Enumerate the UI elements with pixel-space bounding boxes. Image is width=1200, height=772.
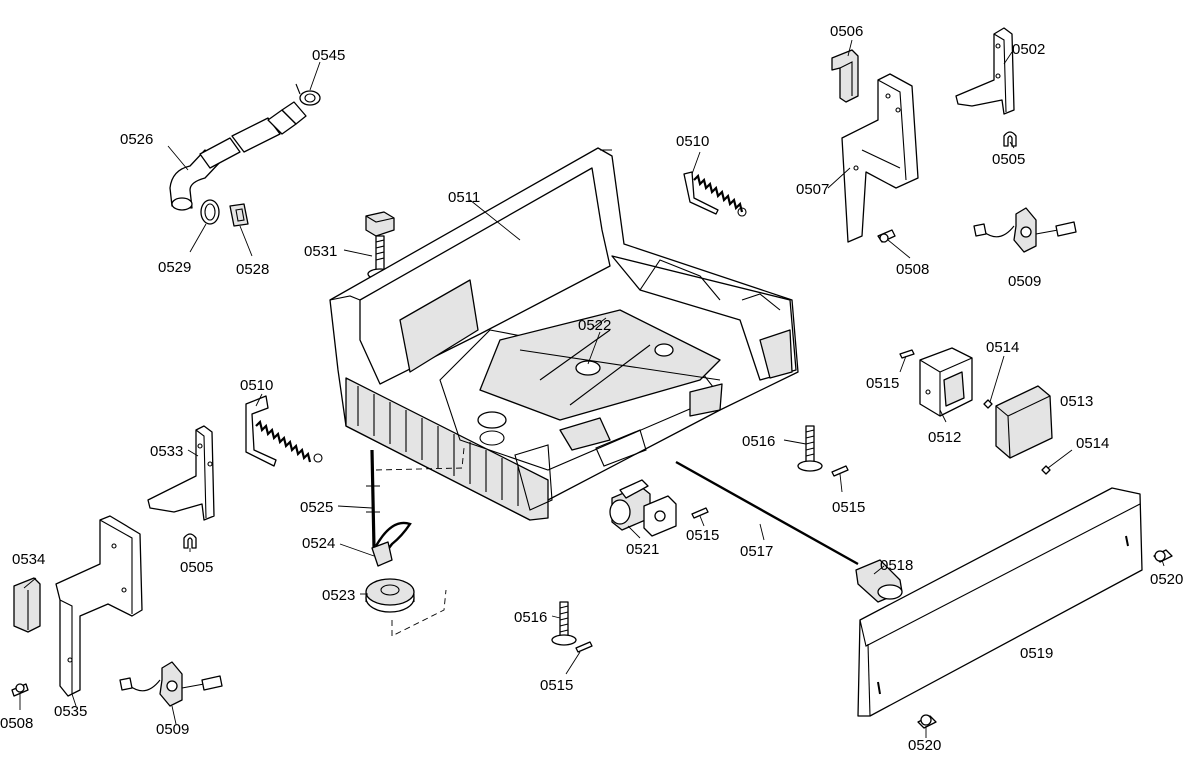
label-0502: 0502	[1012, 41, 1045, 58]
label-0516-upper: 0516	[742, 433, 775, 450]
valve-0521[interactable]	[609, 479, 677, 537]
label-0505-upper: 0505	[992, 151, 1025, 168]
label-0515-d: 0515	[540, 677, 573, 694]
bracket-0535[interactable]	[55, 515, 143, 697]
housing-0512[interactable]	[919, 347, 973, 417]
label-0512: 0512	[928, 429, 961, 446]
label-0508-lower: 0508	[0, 715, 33, 732]
label-0514-b: 0514	[1076, 435, 1109, 452]
label-0522: 0522	[578, 317, 611, 334]
rod-0517[interactable]	[675, 460, 859, 566]
screw-0514-a[interactable]	[983, 399, 993, 409]
foot-0516-lower[interactable]	[551, 601, 577, 646]
label-0515-c: 0515	[686, 527, 719, 544]
knob-0518[interactable]	[855, 559, 903, 603]
part-labels: 0545 0526 0529 0528 0531 0511 0510 0506 …	[0, 23, 1183, 754]
label-0511: 0511	[448, 189, 480, 206]
float-0523[interactable]	[365, 578, 415, 613]
label-0515-a: 0515	[866, 375, 899, 392]
label-0524: 0524	[302, 535, 335, 552]
drain-hose-0526[interactable]	[169, 101, 307, 211]
harness-0524[interactable]	[371, 521, 412, 567]
label-0509-lower: 0509	[156, 721, 189, 738]
label-0505-lower: 0505	[180, 559, 213, 576]
label-0519: 0519	[1020, 645, 1053, 662]
label-0516-lower: 0516	[514, 609, 547, 626]
label-0507: 0507	[796, 181, 829, 198]
bracket-0502[interactable]	[955, 27, 1015, 115]
door-lock-0509-upper[interactable]	[973, 207, 1077, 253]
label-0513: 0513	[1060, 393, 1093, 410]
guide-dashed-0523	[391, 589, 447, 637]
screw-0520-upper[interactable]	[1153, 549, 1173, 563]
screw-0508-lower[interactable]	[11, 683, 29, 697]
screw-0515-d[interactable]	[575, 641, 593, 653]
label-0523: 0523	[322, 587, 355, 604]
bracket-0507[interactable]	[841, 73, 919, 243]
label-0526: 0526	[120, 131, 153, 148]
label-0531: 0531	[304, 243, 337, 260]
spring-0510-lower[interactable]	[245, 395, 323, 467]
clip-0505-upper[interactable]	[1003, 131, 1017, 147]
label-0515-b: 0515	[832, 499, 865, 516]
screw-0520-lower[interactable]	[917, 714, 937, 729]
screw-0515-b[interactable]	[831, 465, 849, 477]
label-0545: 0545	[312, 47, 345, 64]
rod-0525[interactable]	[366, 449, 380, 549]
label-0510-upper: 0510	[676, 133, 709, 150]
label-0521: 0521	[626, 541, 659, 558]
label-0506: 0506	[830, 23, 863, 40]
label-0517: 0517	[740, 543, 773, 560]
label-0520-lower: 0520	[908, 737, 941, 754]
kick-panel-0519[interactable]	[857, 487, 1143, 717]
clip-0528[interactable]	[229, 203, 249, 227]
gasket-0522	[587, 331, 601, 365]
door-lock-0509-lower[interactable]	[119, 661, 223, 707]
bracket-0506[interactable]	[831, 49, 859, 103]
bracket-0533[interactable]	[147, 425, 215, 521]
label-0535: 0535	[54, 703, 87, 720]
label-0528: 0528	[236, 261, 269, 278]
label-0518: 0518	[880, 557, 913, 574]
clamp-ring-0529[interactable]	[200, 199, 220, 225]
label-0509-upper: 0509	[1008, 273, 1041, 290]
hose-clamp-0545[interactable]	[295, 83, 321, 106]
base-tub-0511[interactable]	[329, 147, 799, 521]
label-0510-lower: 0510	[240, 377, 273, 394]
screw-0515-c[interactable]	[691, 507, 709, 519]
clip-0505-lower[interactable]	[183, 533, 197, 549]
label-0514-a: 0514	[986, 339, 1019, 356]
label-0508-upper: 0508	[896, 261, 929, 278]
bracket-0534[interactable]	[13, 577, 41, 633]
leader-lines	[19, 39, 1165, 738]
label-0520-upper: 0520	[1150, 571, 1183, 588]
label-0534: 0534	[12, 551, 45, 568]
foot-0516-upper[interactable]	[797, 425, 823, 472]
label-0533: 0533	[150, 443, 183, 460]
label-0529: 0529	[158, 259, 191, 276]
spring-0510-upper[interactable]	[683, 171, 747, 217]
screw-0515-a[interactable]	[899, 349, 915, 359]
label-0525: 0525	[300, 499, 333, 516]
cover-0513[interactable]	[995, 385, 1053, 459]
screw-0508-upper[interactable]	[877, 229, 896, 243]
